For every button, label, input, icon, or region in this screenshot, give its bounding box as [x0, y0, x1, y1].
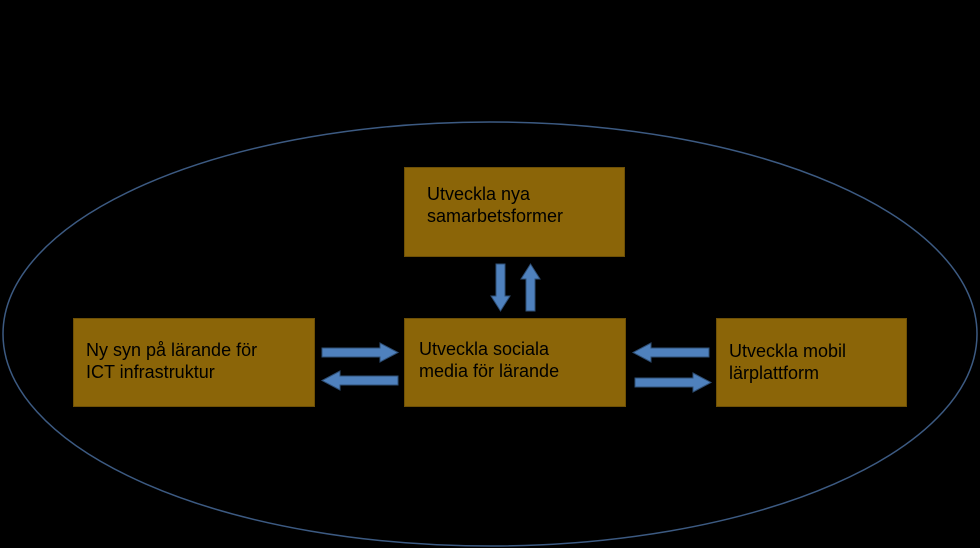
box-mobil-larplattform: Utveckla mobil lärplattform — [716, 318, 907, 407]
box-samarbetsformer: Utveckla nya samarbetsformer — [404, 167, 625, 257]
arrow-down-top-to-center — [490, 263, 511, 312]
arrow-left-center-to-left — [320, 370, 399, 391]
arrow-up-center-to-top — [520, 263, 541, 312]
arrow-left-right-to-center — [631, 342, 710, 363]
box-samarbetsformer-label: Utveckla nya samarbetsformer — [427, 184, 564, 226]
arrow-right-left-to-center — [321, 342, 400, 363]
box-ict-infrastruktur: Ny syn på lärande för ICT infrastruktur — [73, 318, 315, 407]
arrow-right-center-to-right — [634, 372, 713, 393]
box-sociala-media: Utveckla sociala media för lärande — [404, 318, 626, 407]
ellipse-boundary — [2, 121, 978, 547]
box-sociala-media-label: Utveckla sociala media för lärande — [419, 338, 560, 381]
box-ict-infrastruktur-label: Ny syn på lärande för ICT infrastruktur — [86, 339, 258, 382]
box-mobil-larplattform-label: Utveckla mobil lärplattform — [729, 340, 847, 383]
